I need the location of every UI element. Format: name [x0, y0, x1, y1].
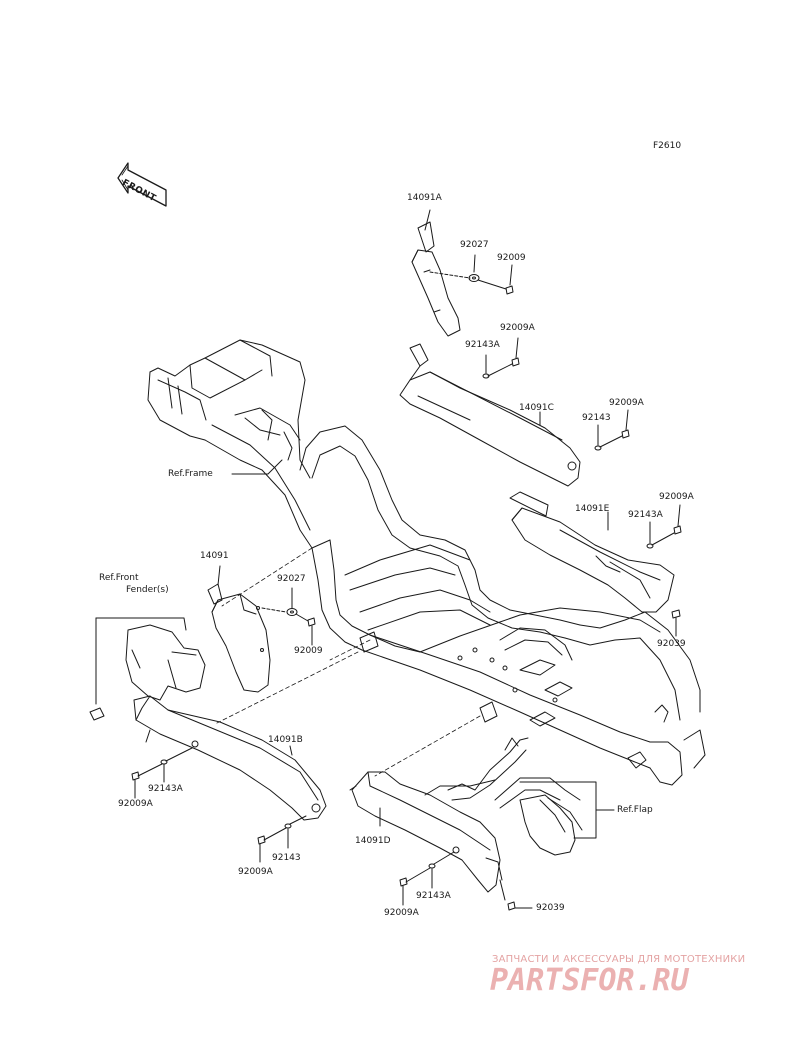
label-92009A-4: 92009A: [118, 799, 153, 809]
label-14091C: 14091C: [519, 403, 554, 413]
bolt-92039-1-icon: [671, 609, 681, 619]
bolt-92009A-5-icon: [257, 835, 266, 845]
label-ref-flap: Ref.Flap: [617, 805, 653, 815]
washer-92027-top-icon: [468, 274, 480, 282]
washer-92143-2-icon: [284, 823, 292, 829]
label-ref-frame: Ref.Frame: [168, 469, 213, 479]
bolt-92039-2-icon: [507, 901, 516, 911]
cover-14091C: [399, 343, 581, 487]
label-92143A-3: 92143A: [148, 784, 183, 794]
label-92009-mid: 92009: [294, 646, 323, 656]
bolt-92009-top-icon: [505, 285, 514, 295]
label-92009A-2: 92009A: [609, 398, 644, 408]
label-14091E: 14091E: [575, 504, 610, 514]
label-92039-2: 92039: [536, 903, 565, 913]
label-fender: Fender(s): [126, 585, 169, 595]
label-92027-mid: 92027: [277, 574, 306, 584]
label-92009A-3: 92009A: [659, 492, 694, 502]
bolt-92009A-3-icon: [673, 525, 682, 535]
label-92143A-2: 92143A: [628, 510, 663, 520]
figure-id: F2610: [653, 141, 682, 151]
washer-92027-mid-icon: [286, 608, 298, 616]
cover-14091A: [411, 221, 461, 337]
label-92039-1: 92039: [657, 639, 686, 649]
label-14091D: 14091D: [355, 836, 391, 846]
washer-92143A-4-icon: [428, 863, 436, 869]
bolt-92009A-6-icon: [399, 877, 408, 887]
bolt-92009-mid-icon: [307, 617, 316, 627]
label-92027-top: 92027: [460, 240, 489, 250]
ref-front-fender-detail: [89, 617, 206, 721]
label-92143-2: 92143: [272, 853, 301, 863]
label-92009-top: 92009: [497, 253, 526, 263]
label-92143A-1: 92143A: [465, 340, 500, 350]
ref-flap-detail: [447, 737, 615, 856]
label-ref-front: Ref.Front: [99, 573, 139, 583]
label-14091A: 14091A: [407, 193, 442, 203]
frame-outline: [147, 339, 706, 786]
label-92009A-6: 92009A: [384, 908, 419, 918]
label-92143A-4: 92143A: [416, 891, 451, 901]
label-92143-1: 92143: [582, 413, 611, 423]
label-92009A-1: 92009A: [500, 323, 535, 333]
washer-92143A-2-icon: [646, 543, 654, 549]
cover-14091E: [509, 491, 675, 613]
cover-14091B: [133, 695, 327, 821]
cover-14091: [207, 583, 271, 693]
watermark-subtitle: ЗАПЧАСТИ И АКСЕССУАРЫ ДЛЯ МОТОТЕХНИКИ: [492, 954, 746, 965]
washer-92143-1-icon: [594, 445, 602, 451]
bolt-92009A-1-icon: [511, 357, 520, 367]
bolt-92009A-4-icon: [131, 771, 140, 781]
label-92009A-5: 92009A: [238, 867, 273, 877]
front-arrow-icon: [117, 162, 167, 207]
watermark-brand: PARTSFOR.RU: [490, 963, 689, 998]
bolt-92009A-2-icon: [621, 429, 630, 439]
label-14091B: 14091B: [268, 735, 303, 745]
cover-14091D: [349, 771, 503, 893]
label-14091: 14091: [200, 551, 229, 561]
